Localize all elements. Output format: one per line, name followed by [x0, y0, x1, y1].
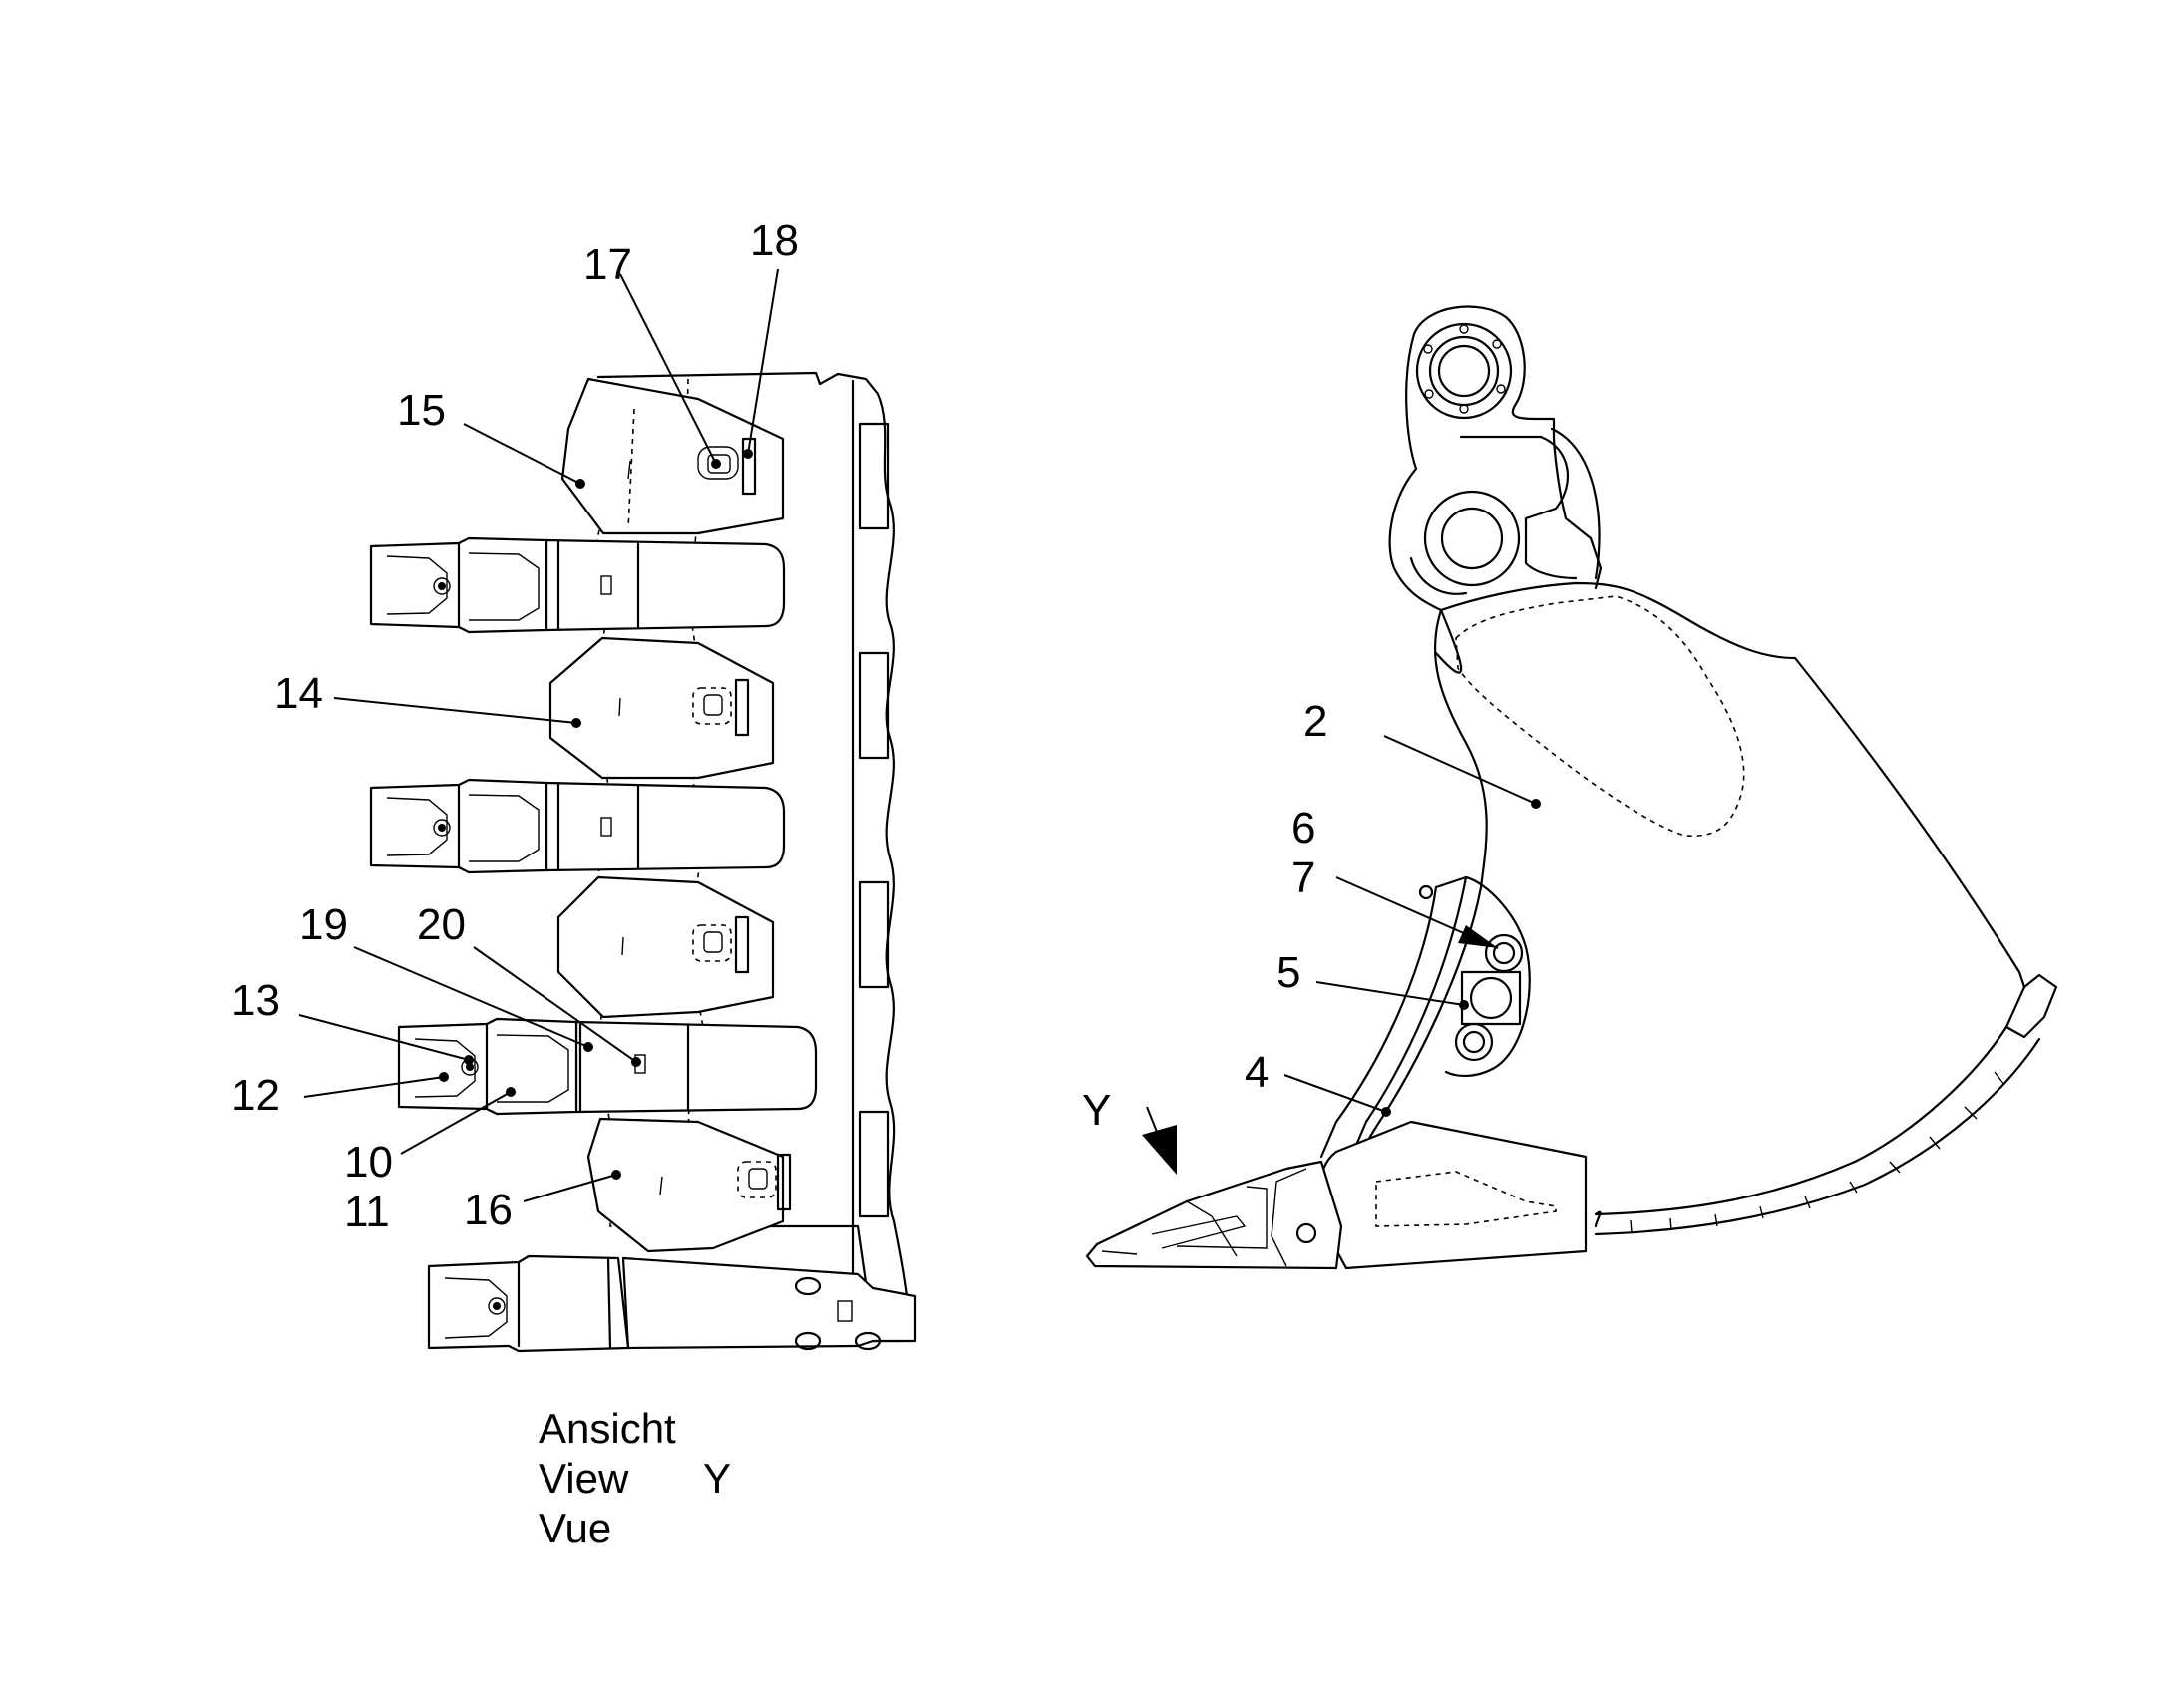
tooth-adapter-detail: [397, 1017, 818, 1116]
lip-plate: [1319, 875, 1531, 1159]
svg-text:4: 4: [1245, 1048, 1269, 1097]
callout-4: 4: [1245, 1048, 1391, 1117]
callout-20: 20: [417, 900, 641, 1067]
front-view-y: 15 17 18 14 19 20 13 12: [231, 216, 917, 1551]
wear-block: [858, 1110, 890, 1218]
lip-shroud-14: [548, 636, 775, 780]
lip-shroud-15: [560, 377, 785, 535]
svg-text:18: 18: [750, 216, 799, 265]
svg-text:6: 6: [1291, 804, 1315, 853]
svg-text:17: 17: [583, 240, 632, 289]
bucket-edge-outline: [596, 371, 911, 1343]
lip-shroud: [556, 875, 775, 1019]
svg-text:11: 11: [344, 1188, 390, 1236]
svg-text:5: 5: [1276, 948, 1300, 997]
wear-block: [858, 880, 890, 989]
svg-text:15: 15: [397, 386, 446, 435]
callout-19: 19: [299, 900, 593, 1052]
mounting-bracket: [1388, 305, 1603, 674]
svg-text:19: 19: [299, 900, 348, 949]
callout-10-11: 10 11: [344, 1087, 516, 1236]
callout-15: 15: [397, 386, 585, 489]
callout-18: 18: [743, 216, 799, 459]
svg-text:13: 13: [231, 976, 280, 1025]
wear-block: [858, 651, 890, 760]
callout-6-7: 6 7: [1291, 804, 1499, 949]
svg-text:20: 20: [417, 900, 466, 949]
callout-2: 2: [1303, 697, 1541, 809]
view-caption: Ansicht View Vue Y: [539, 1405, 731, 1551]
caption-view-letter: Y: [703, 1455, 731, 1502]
wear-block: [858, 422, 890, 530]
svg-text:12: 12: [231, 1071, 280, 1120]
side-view-bucket: Y 2 6 7 5 4: [1082, 305, 2058, 1270]
svg-text:16: 16: [464, 1186, 513, 1234]
caption-german: Ansicht: [539, 1405, 676, 1452]
callout-16: 16: [464, 1170, 621, 1234]
svg-text:7: 7: [1291, 854, 1315, 902]
adapter-tooth: [1085, 1120, 1588, 1270]
callout-5: 5: [1276, 948, 1469, 1010]
lip-shroud-16: [586, 1117, 792, 1253]
tooth-adapter: [369, 778, 786, 874]
svg-text:14: 14: [274, 669, 323, 718]
view-arrow-label: Y: [1082, 1086, 1111, 1135]
svg-text:10: 10: [344, 1138, 393, 1187]
tooth-adapter: [369, 536, 786, 634]
callout-12: 12: [231, 1071, 449, 1120]
caption-french: Vue: [539, 1505, 611, 1551]
view-y-arrow: Y: [1082, 1086, 1177, 1175]
callout-17: 17: [583, 240, 721, 469]
svg-text:2: 2: [1303, 697, 1327, 746]
callout-14: 14: [274, 669, 581, 728]
corner-tooth: [427, 1254, 917, 1353]
callout-13: 13: [231, 976, 474, 1065]
caption-english: View: [539, 1455, 629, 1502]
